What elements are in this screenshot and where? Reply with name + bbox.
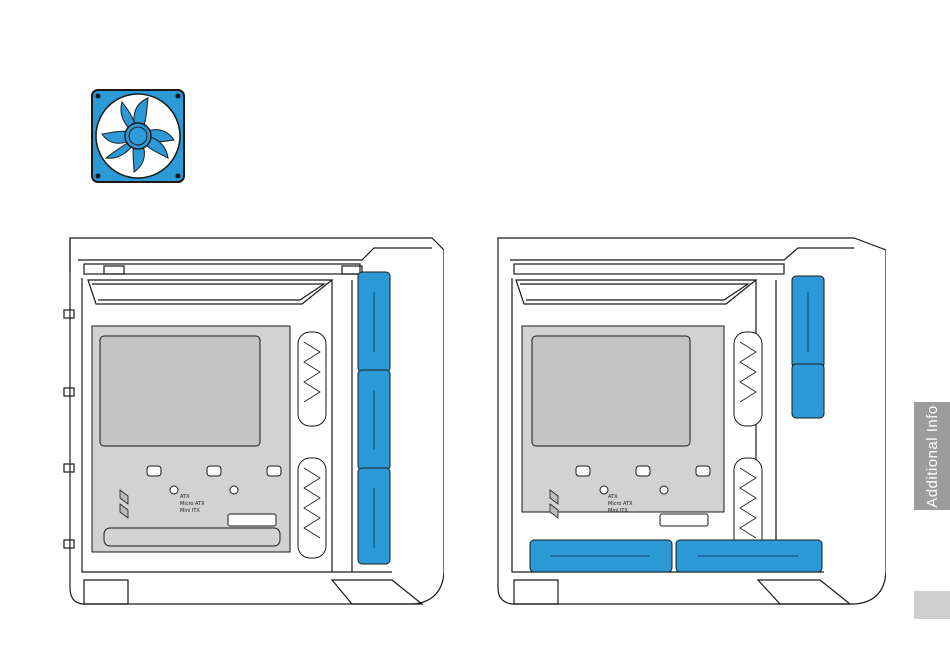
svg-text:Mini ITX: Mini ITX (180, 508, 200, 514)
svg-text:Micro ATX: Micro ATX (608, 501, 633, 507)
section-side-tab-label: Additional Info (924, 405, 941, 508)
svg-text:Mini ITX: Mini ITX (608, 508, 628, 514)
svg-text:ATX: ATX (180, 494, 190, 500)
svg-text:Micro ATX: Micro ATX (180, 501, 205, 507)
page-number-box (914, 591, 950, 619)
fan-icon (90, 88, 186, 184)
section-side-tab: Additional Info (914, 402, 950, 510)
svg-text:ATX: ATX (608, 494, 618, 500)
